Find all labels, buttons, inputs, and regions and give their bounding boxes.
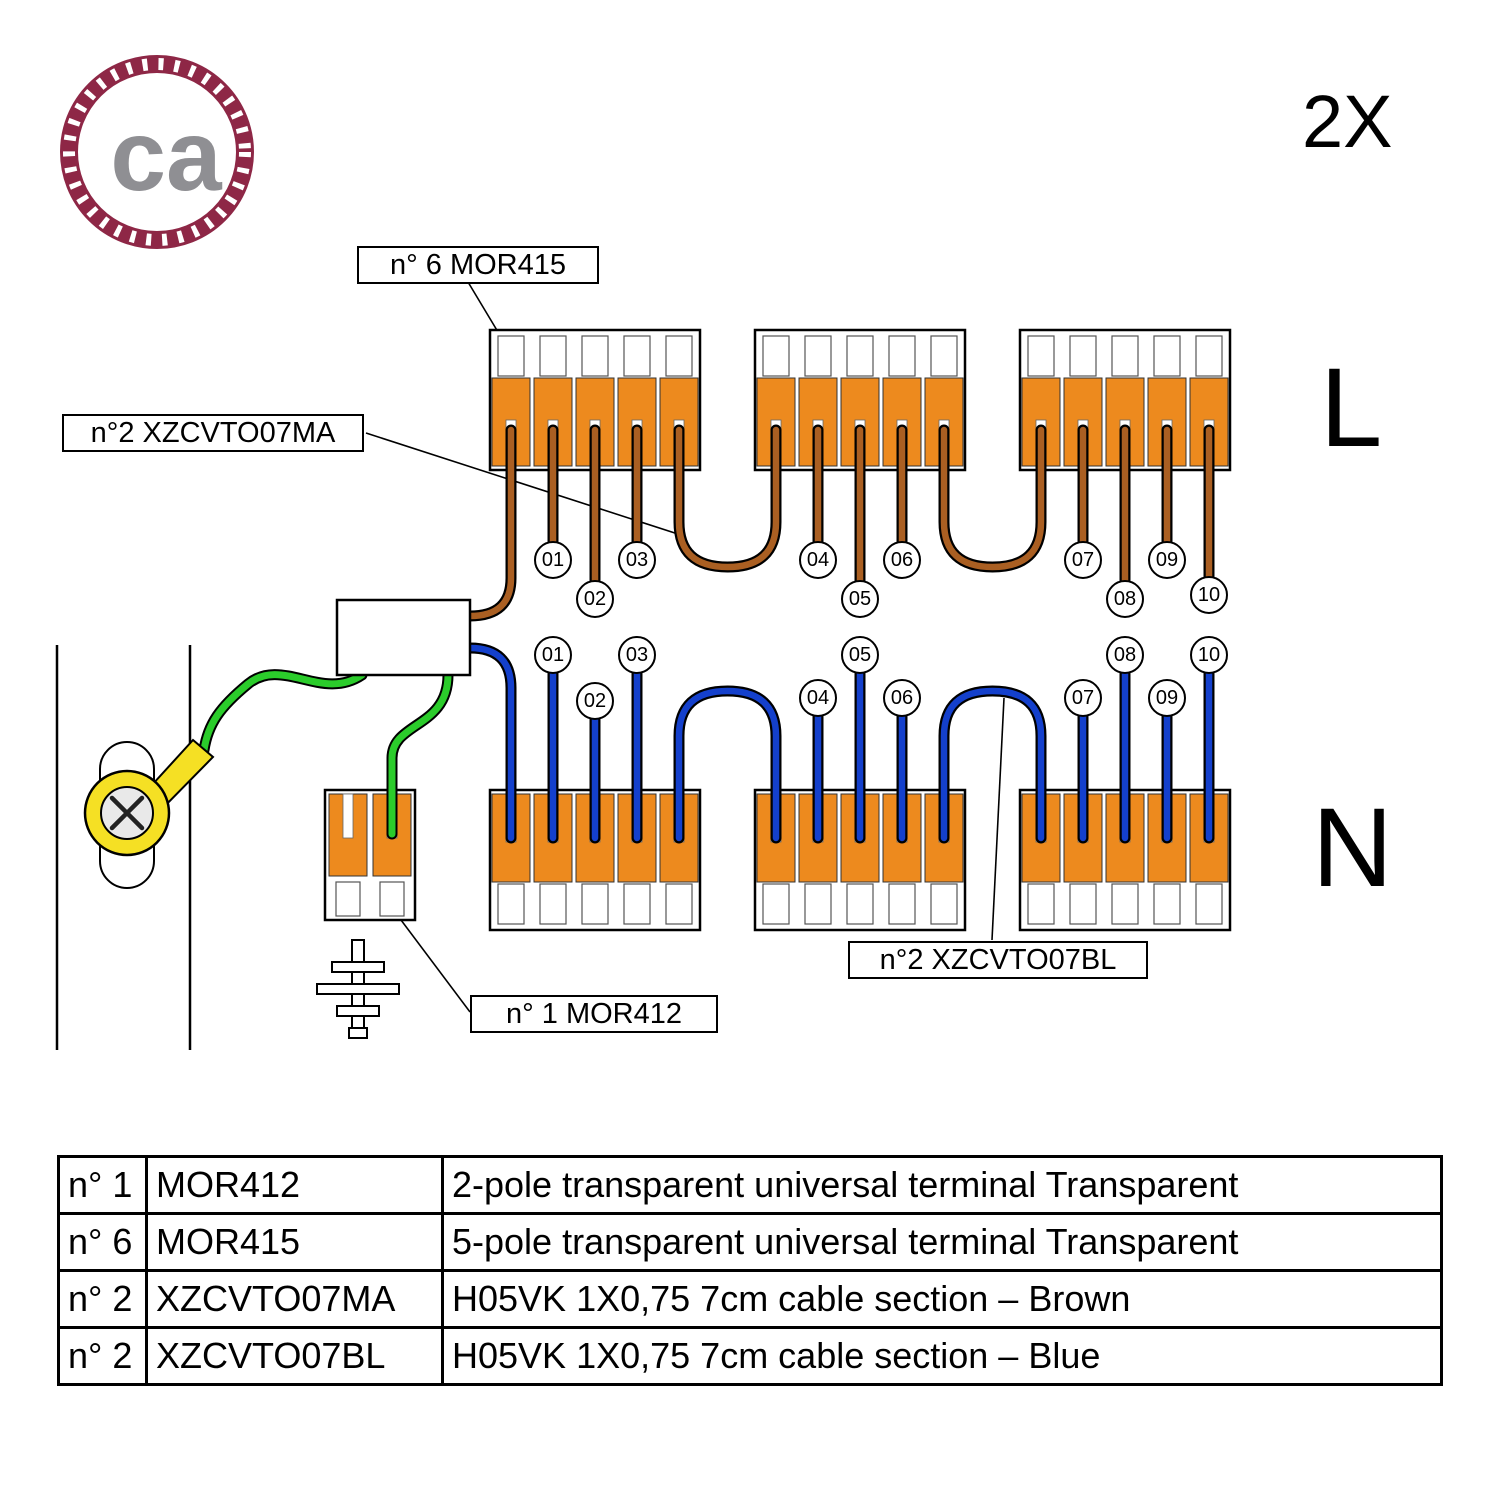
wire-number-circle: 06: [883, 679, 921, 717]
callout-mor415: n° 6 MOR415: [357, 246, 599, 284]
wire-number-circle: 09: [1148, 679, 1186, 717]
part-qty: n° 2: [57, 1269, 148, 1329]
brand-logo: ca: [60, 55, 254, 249]
part-description: 5-pole transparent universal terminal Tr…: [441, 1212, 1443, 1272]
part-code: XZCVTO07MA: [145, 1269, 444, 1329]
wire-number-circle: 04: [799, 679, 837, 717]
table-row: n° 2 XZCVTO07BL H05VK 1X0,75 7cm cable s…: [57, 1326, 1443, 1386]
wire-number-circle: 08: [1106, 580, 1144, 618]
wire-number-circle: 01: [534, 541, 572, 579]
brown-jumper-2: [940, 426, 1045, 571]
green-wires: [198, 669, 454, 840]
part-code: XZCVTO07BL: [145, 1326, 444, 1386]
wire-number-circle: 10: [1190, 636, 1228, 674]
part-qty: n° 6: [57, 1212, 148, 1272]
part-qty: n° 1: [57, 1155, 148, 1215]
wire-number-circle: 03: [618, 541, 656, 579]
logo-text: ca: [110, 100, 223, 212]
callout-xzcvto07bl: n°2 XZCVTO07BL: [848, 941, 1148, 979]
wire-number-circle: 06: [883, 541, 921, 579]
blue-feed-wire: [466, 644, 515, 842]
part-qty: n° 2: [57, 1326, 148, 1386]
wire-number-circle: 07: [1064, 679, 1102, 717]
part-code: MOR415: [145, 1212, 444, 1272]
logo-rope-twists: [63, 58, 251, 246]
screw-cross-icon: [109, 795, 145, 831]
earth-symbol-icon: [316, 939, 400, 1039]
leader-mor415: [467, 281, 499, 333]
wire-number-circle: 05: [841, 636, 879, 674]
line-label: L: [1320, 345, 1383, 470]
table-row: n° 1 MOR412 2-pole transparent universal…: [57, 1155, 1443, 1215]
wire-number-circle: 09: [1148, 541, 1186, 579]
wire-number-circle: 03: [618, 636, 656, 674]
table-row: n° 2 XZCVTO07MA H05VK 1X0,75 7cm cable s…: [57, 1269, 1443, 1329]
wall-lines: [55, 645, 192, 1050]
wire-number-circle: 10: [1190, 576, 1228, 614]
green-wire-to-terminal: [388, 671, 452, 838]
wire-number-circle: 07: [1064, 541, 1102, 579]
brown-feed-wire: [466, 426, 515, 620]
blue-wires: [464, 642, 1215, 844]
part-description: 2-pole transparent universal terminal Tr…: [441, 1155, 1443, 1215]
quantity-label: 2X: [1302, 80, 1393, 163]
terminal-block-2pole: [323, 788, 417, 922]
wire-number-circle: 02: [576, 580, 614, 618]
blue-jumper-1: [675, 687, 780, 842]
part-description: H05VK 1X0,75 7cm cable section – Blue: [441, 1326, 1443, 1386]
wire-number-circle: 01: [534, 636, 572, 674]
brown-jumper-1: [675, 426, 780, 571]
table-row: n° 6 MOR415 5-pole transparent universal…: [57, 1212, 1443, 1272]
callout-mor412: n° 1 MOR412: [470, 995, 718, 1033]
ground-lug: [83, 738, 215, 889]
part-description: H05VK 1X0,75 7cm cable section – Brown: [441, 1269, 1443, 1329]
green-wire-to-lug: [200, 671, 366, 754]
wires: [198, 424, 1215, 844]
wire-number-circle: 04: [799, 541, 837, 579]
wire-number-circle: 08: [1106, 636, 1144, 674]
neutral-label: N: [1312, 785, 1393, 910]
blue-jumper-2: [940, 687, 1045, 842]
junction-box: [335, 598, 472, 677]
leader-xzcvto07ma: [365, 432, 682, 536]
leader-xzcvto07bl: [991, 697, 1005, 941]
terminal-block-5pole-top: [488, 328, 702, 472]
part-code: MOR412: [145, 1155, 444, 1215]
wire-number-circle: 05: [841, 580, 879, 618]
parts-table: n° 1 MOR412 2-pole transparent universal…: [57, 1155, 1443, 1386]
callout-xzcvto07ma: n°2 XZCVTO07MA: [62, 414, 364, 452]
wire-number-circle: 02: [576, 682, 614, 720]
brown-wires: [464, 424, 1215, 622]
